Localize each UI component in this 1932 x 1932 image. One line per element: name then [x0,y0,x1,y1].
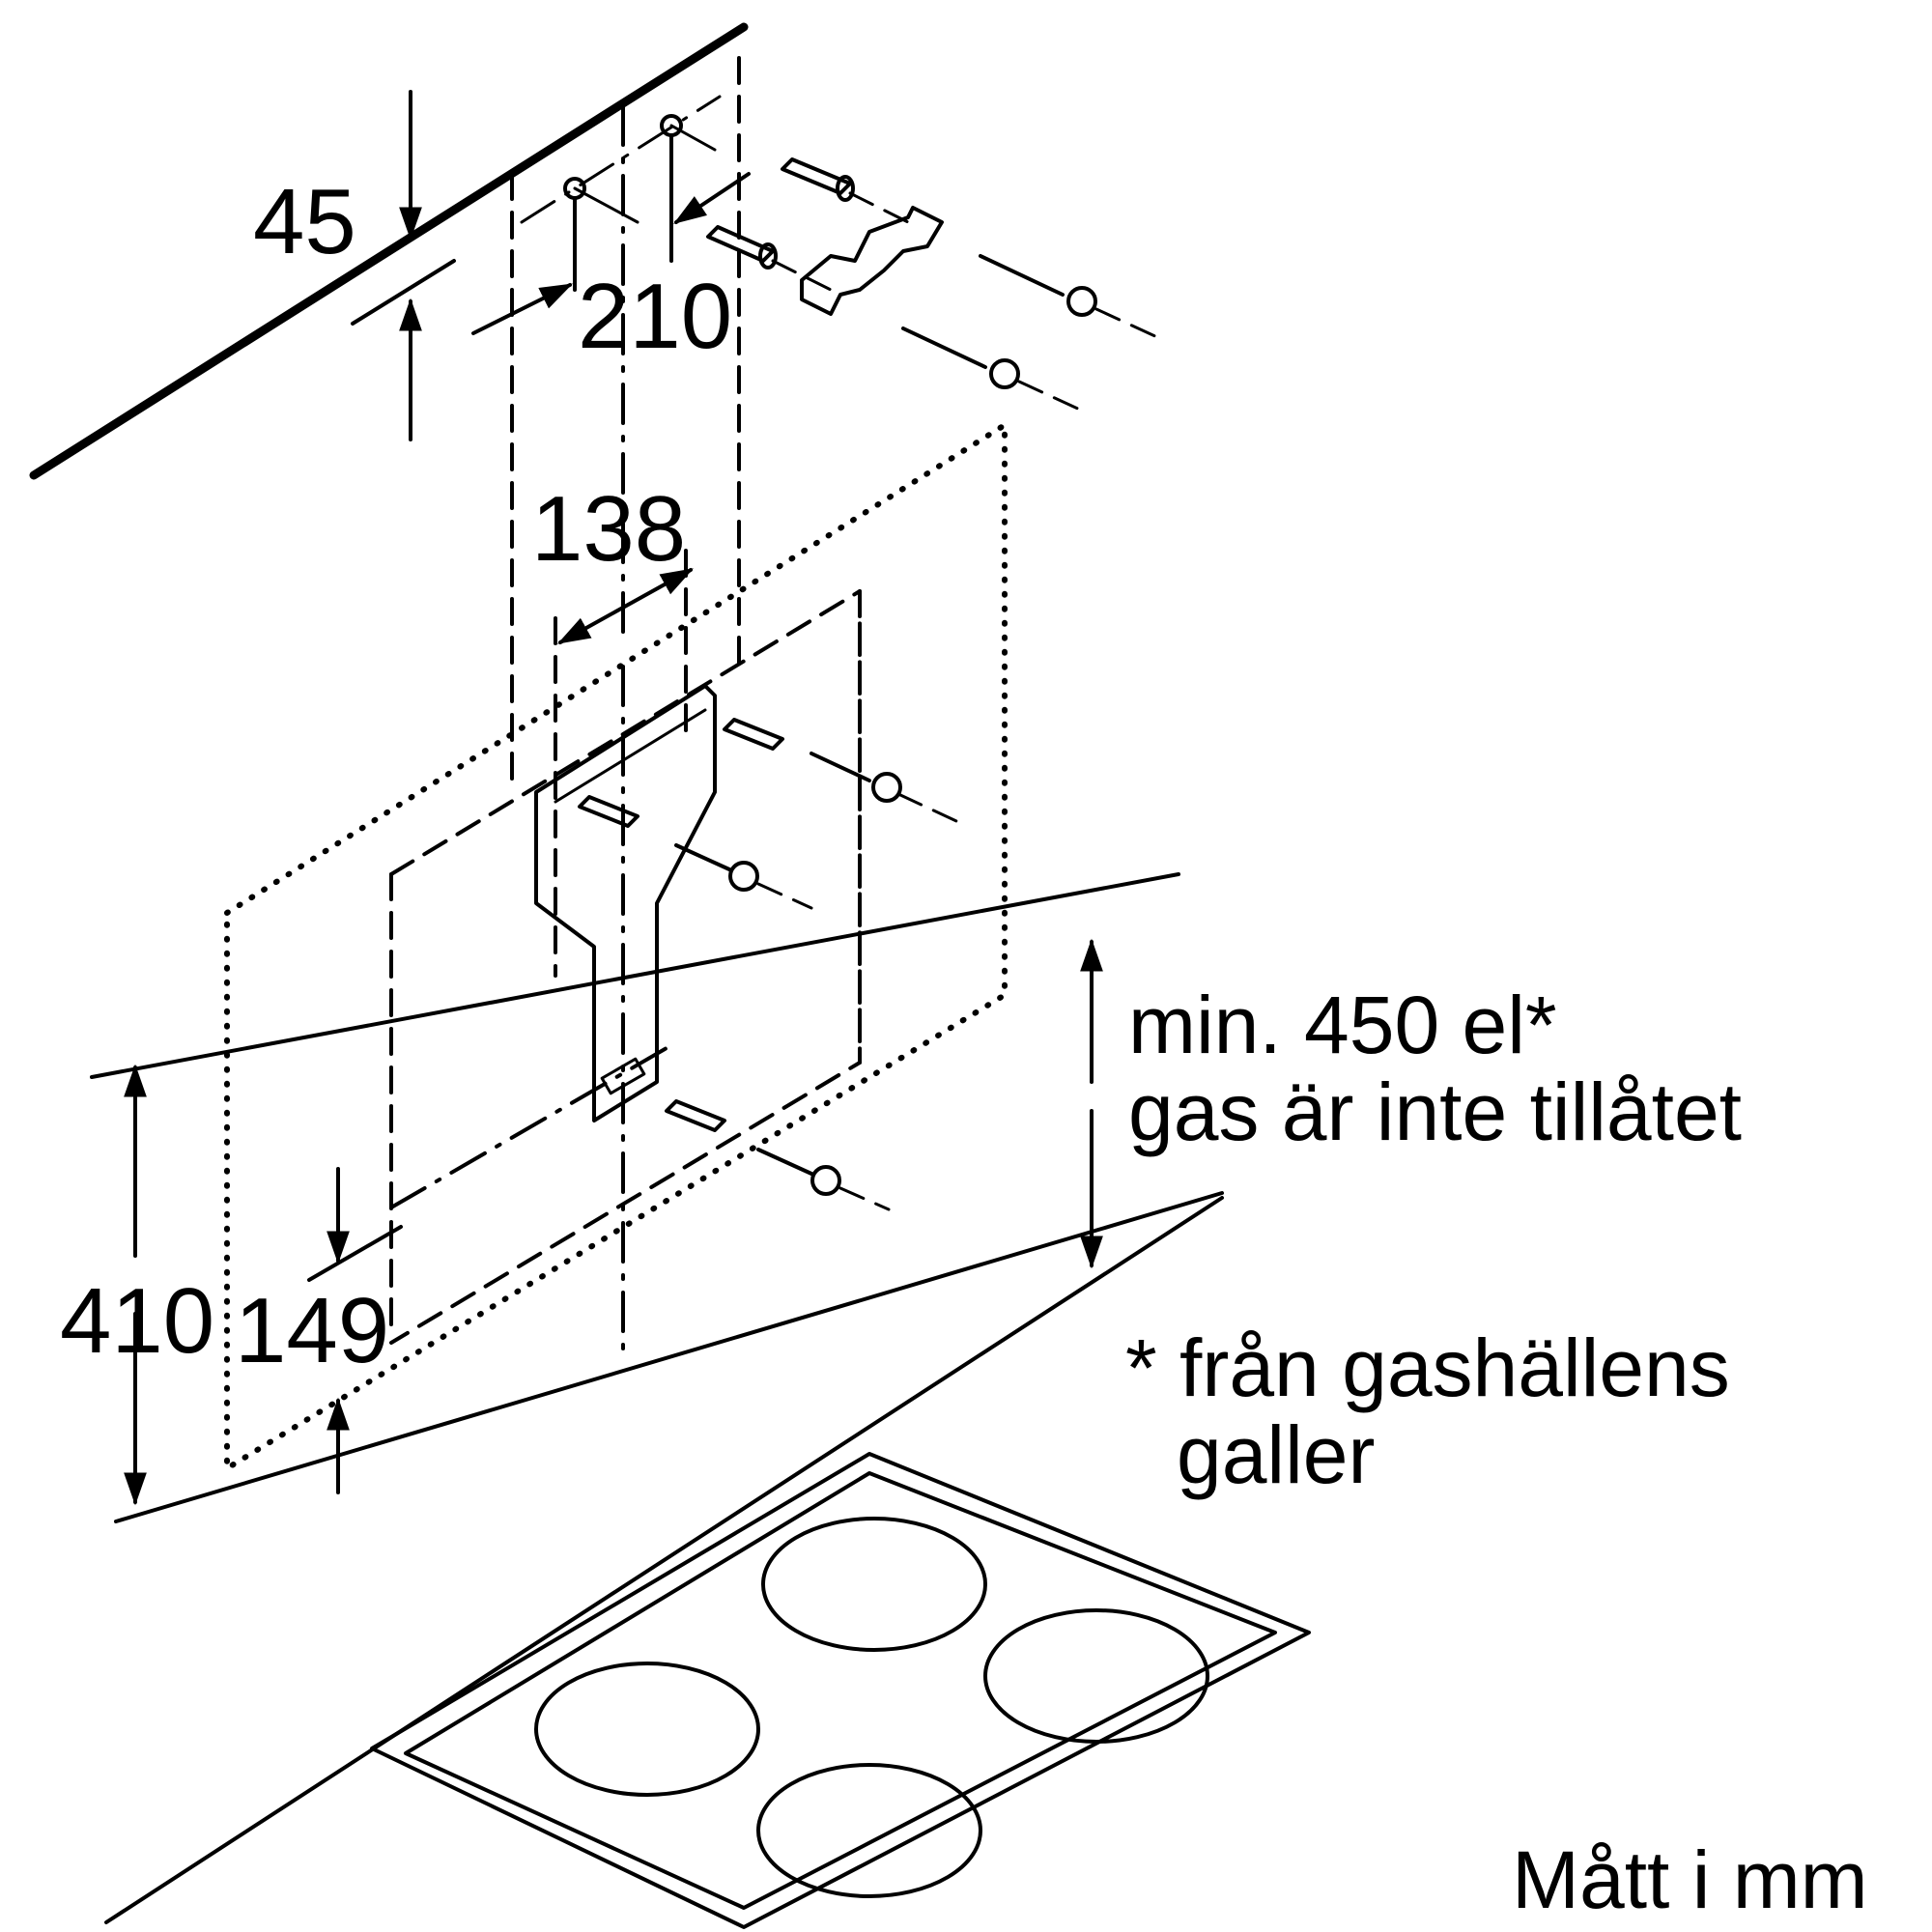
dimension-149-label: 149 [235,1279,389,1382]
dimension-45 [351,90,456,441]
dimension-138-label: 138 [531,477,686,581]
burner-front-right [756,1763,982,1898]
dimension-210-label: 210 [578,265,732,368]
burner-back-right [983,1608,1209,1744]
ceiling-holes [520,95,722,292]
cooktop [370,1452,1311,1929]
burner-back-left [761,1517,987,1652]
ceiling-anchors [706,157,910,292]
ceiling-screws [901,254,1161,412]
hob-reference-line [104,1196,1224,1924]
wall-bracket [534,684,717,1122]
wall-fasteners [578,718,958,1211]
burner-front-left [534,1662,760,1797]
cooktop-burners [534,1517,1209,1898]
hood-lower-line [114,1191,1224,1523]
hood-upper-line [90,872,1180,1079]
hood-outline-dotted [224,422,1008,1471]
units-label: Mått i mm [1512,1834,1868,1925]
dimension-45-label: 45 [253,170,356,273]
ceiling-bracket [800,206,944,316]
dimension-410-label: 410 [60,1269,214,1373]
clearance-reference-line [389,1046,668,1209]
dimension-149 [307,1167,403,1494]
clearance-note-line1: min. 450 el* [1128,980,1557,1070]
dimension-138 [557,568,694,644]
footnote-line2: galler [1177,1409,1375,1500]
dimension-210 [471,172,751,335]
projection-lines [389,56,862,1354]
footnote-line1: * från gashällens [1125,1322,1730,1413]
mounting-box-outline [389,589,862,1345]
clearance-note-line2: gas är inte tillåtet [1128,1066,1742,1157]
ceiling-line [29,22,749,480]
